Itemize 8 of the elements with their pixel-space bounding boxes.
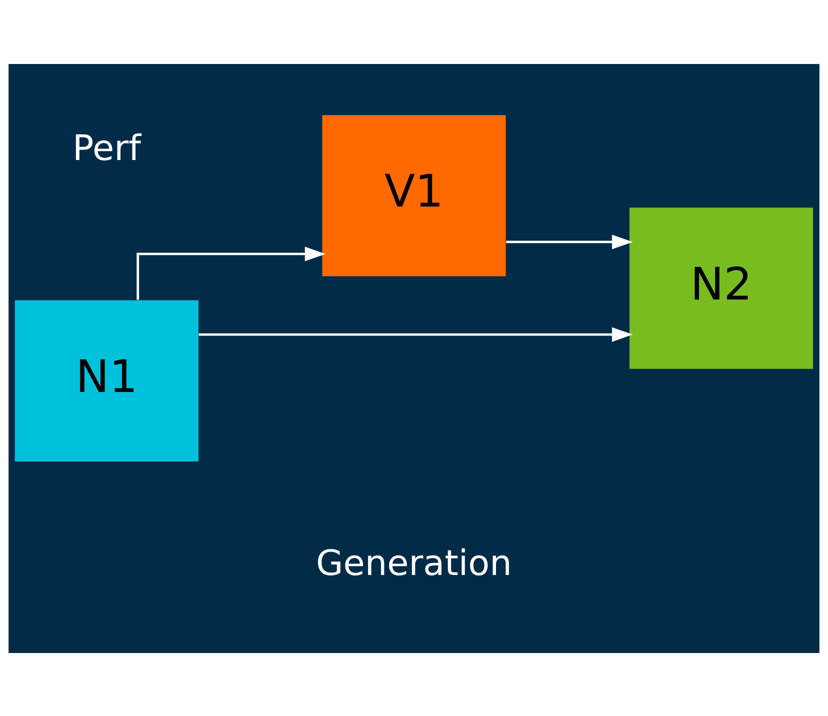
arrow [506,234,633,249]
node-box: N1 [14,300,198,461]
node-box: V1 [322,114,506,276]
label: Perf [72,127,141,168]
arrow [198,326,633,342]
label: Generation [316,542,512,584]
arrow [136,246,326,300]
node-box: N2 [630,207,814,368]
